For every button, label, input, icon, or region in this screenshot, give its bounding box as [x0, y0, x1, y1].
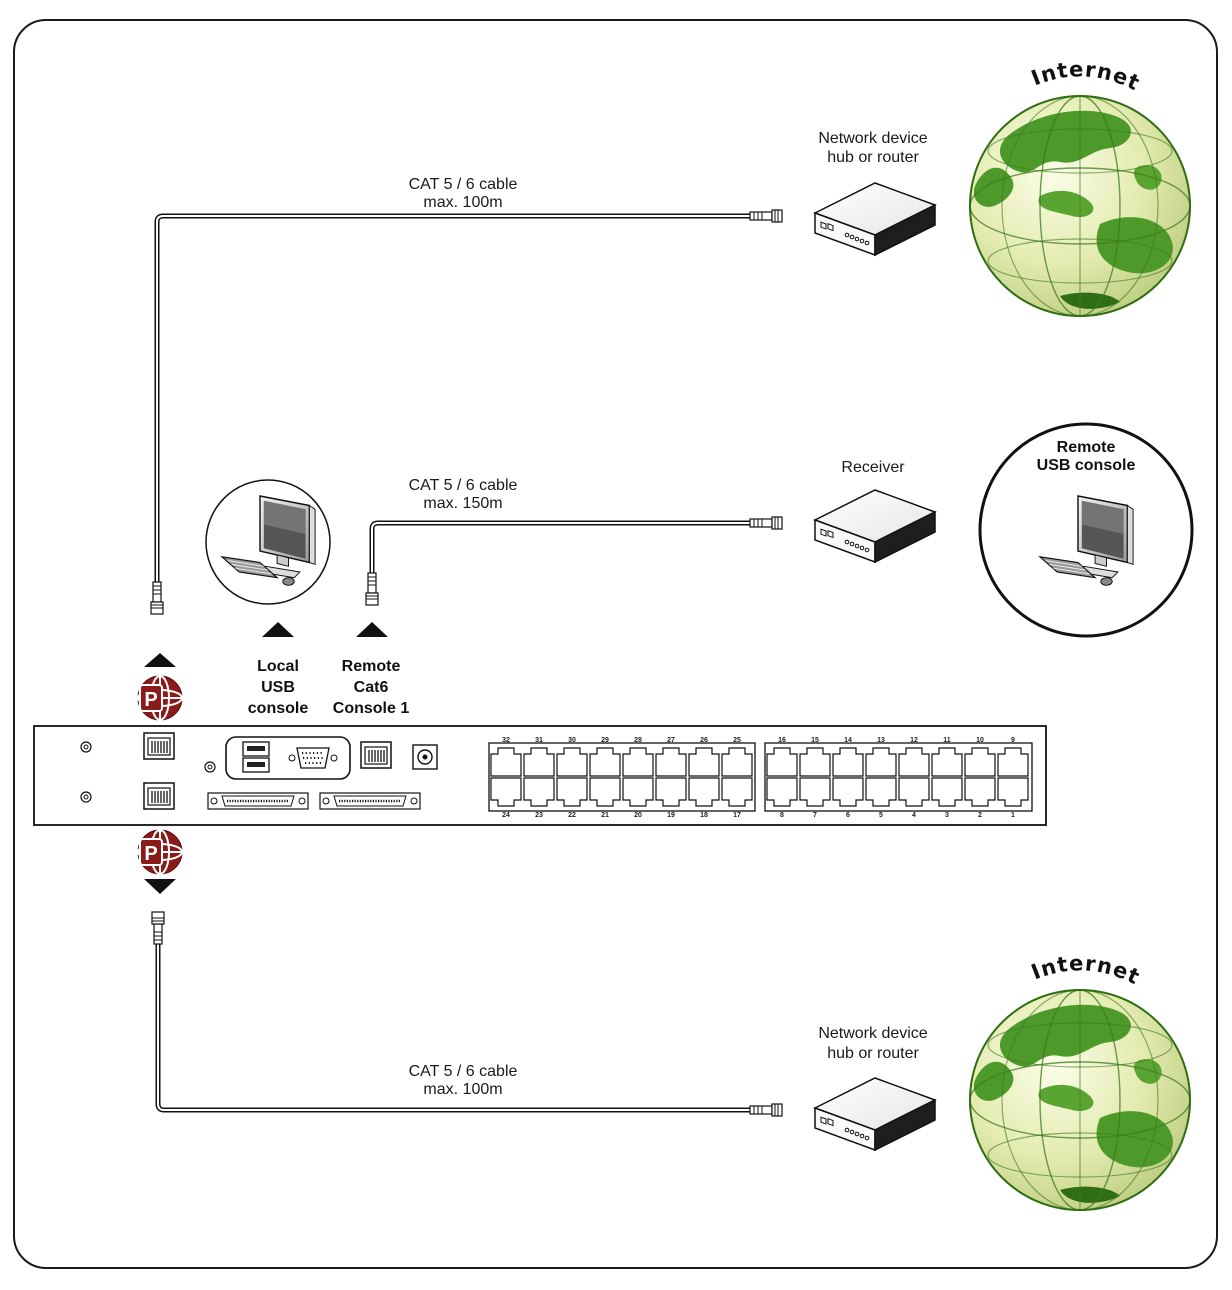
dsub-connector-1[interactable]: [206, 791, 310, 811]
lan-port-2[interactable]: [143, 782, 175, 810]
diagram-frame: [13, 19, 1218, 1269]
status-led-3: [204, 761, 216, 773]
switch-port-number-7: 7: [813, 812, 817, 819]
remote-cat6-port[interactable]: [360, 741, 392, 769]
internet-globe-top-icon: [969, 95, 1191, 317]
network-device-bottom-subtitle: hub or router: [827, 1045, 919, 1062]
network-device-top-subtitle: hub or router: [827, 149, 919, 166]
switch-port-number-4: 4: [912, 812, 916, 819]
cable-bottom-label-distance: max. 100m: [423, 1081, 502, 1098]
lan-port-1[interactable]: [143, 732, 175, 760]
switch-port-number-11: 11: [943, 737, 951, 744]
cable-mid-label-length: CAT 5 / 6 cable: [409, 477, 518, 494]
remote-cat6-label-line3: Console 1: [333, 700, 410, 717]
arrow-up-top-ip: [144, 653, 176, 667]
switch-port-number-16: 16: [778, 737, 786, 744]
arrow-up-remote: [356, 622, 388, 637]
switch-port-number-23: 23: [535, 812, 543, 819]
switch-port-number-22: 22: [568, 812, 576, 819]
switch-port-number-10: 10: [976, 737, 984, 744]
switch-port-number-3: 3: [945, 812, 949, 819]
ip-globe-icon-top: [137, 675, 183, 721]
remote-cat6-label-line2: Cat6: [354, 679, 389, 696]
switch-port-number-15: 15: [811, 737, 819, 744]
power-jack-icon[interactable]: [412, 744, 438, 770]
switch-port-number-13: 13: [877, 737, 885, 744]
receiver-title: Receiver: [841, 459, 905, 476]
internet-globe-bottom-icon: [969, 989, 1191, 1211]
arrow-up-local: [262, 622, 294, 637]
switch-port-number-25: 25: [733, 737, 741, 744]
switch-port-number-12: 12: [910, 737, 918, 744]
switch-port-number-18: 18: [700, 812, 708, 819]
switch-port-number-17: 17: [733, 812, 741, 819]
cable-top-label-length: CAT 5 / 6 cable: [409, 176, 518, 193]
cable-bottom-label-length: CAT 5 / 6 cable: [409, 1063, 518, 1080]
cable-top: [150, 209, 783, 615]
cable-mid-label-distance: max. 150m: [423, 495, 502, 512]
remote-usb-console-subtitle: USB console: [1037, 457, 1136, 474]
cable-mid: [365, 516, 783, 606]
switch-port-number-1: 1: [1011, 812, 1015, 819]
local-label-line2: USB: [261, 679, 295, 696]
status-led-2: [80, 791, 92, 803]
port-bank-left: [488, 742, 756, 812]
vga-port-icon[interactable]: [288, 747, 338, 769]
cable-bottom: [151, 911, 783, 1117]
port-bank-right: [764, 742, 1033, 812]
switch-port-number-5: 5: [879, 812, 883, 819]
local-label-line1: Local: [257, 658, 299, 675]
switch-port-number-29: 29: [601, 737, 609, 744]
remote-cat6-label-line1: Remote: [342, 658, 401, 675]
cable-top-label-distance: max. 100m: [423, 194, 502, 211]
switch-port-number-21: 21: [601, 812, 609, 819]
switch-port-number-2: 2: [978, 812, 982, 819]
switch-port-number-31: 31: [535, 737, 543, 744]
switch-port-number-28: 28: [634, 737, 642, 744]
network-device-bottom-title: Network device: [818, 1025, 927, 1042]
remote-usb-console-title: Remote: [1057, 439, 1116, 456]
switch-port-number-6: 6: [846, 812, 850, 819]
switch-port-number-30: 30: [568, 737, 576, 744]
switch-port-number-27: 27: [667, 737, 675, 744]
switch-port-number-9: 9: [1011, 737, 1015, 744]
switch-port-number-32: 32: [502, 737, 510, 744]
switch-port-number-24: 24: [502, 812, 510, 819]
switch-port-number-19: 19: [667, 812, 675, 819]
ip-globe-icon-bottom: [137, 829, 183, 875]
switch-port-number-26: 26: [700, 737, 708, 744]
switch-port-number-20: 20: [634, 812, 642, 819]
switch-port-number-8: 8: [780, 812, 784, 819]
network-device-top-title: Network device: [818, 130, 927, 147]
local-console-computer: [205, 479, 331, 605]
switch-port-number-14: 14: [844, 737, 852, 744]
status-led-1: [80, 741, 92, 753]
local-label-line3: console: [248, 700, 309, 717]
usb-port-icon[interactable]: [242, 741, 270, 773]
remote-usb-console: Remote USB console: [978, 422, 1194, 638]
arrow-down-bottom-ip: [144, 879, 176, 894]
dsub-connector-2[interactable]: [318, 791, 422, 811]
